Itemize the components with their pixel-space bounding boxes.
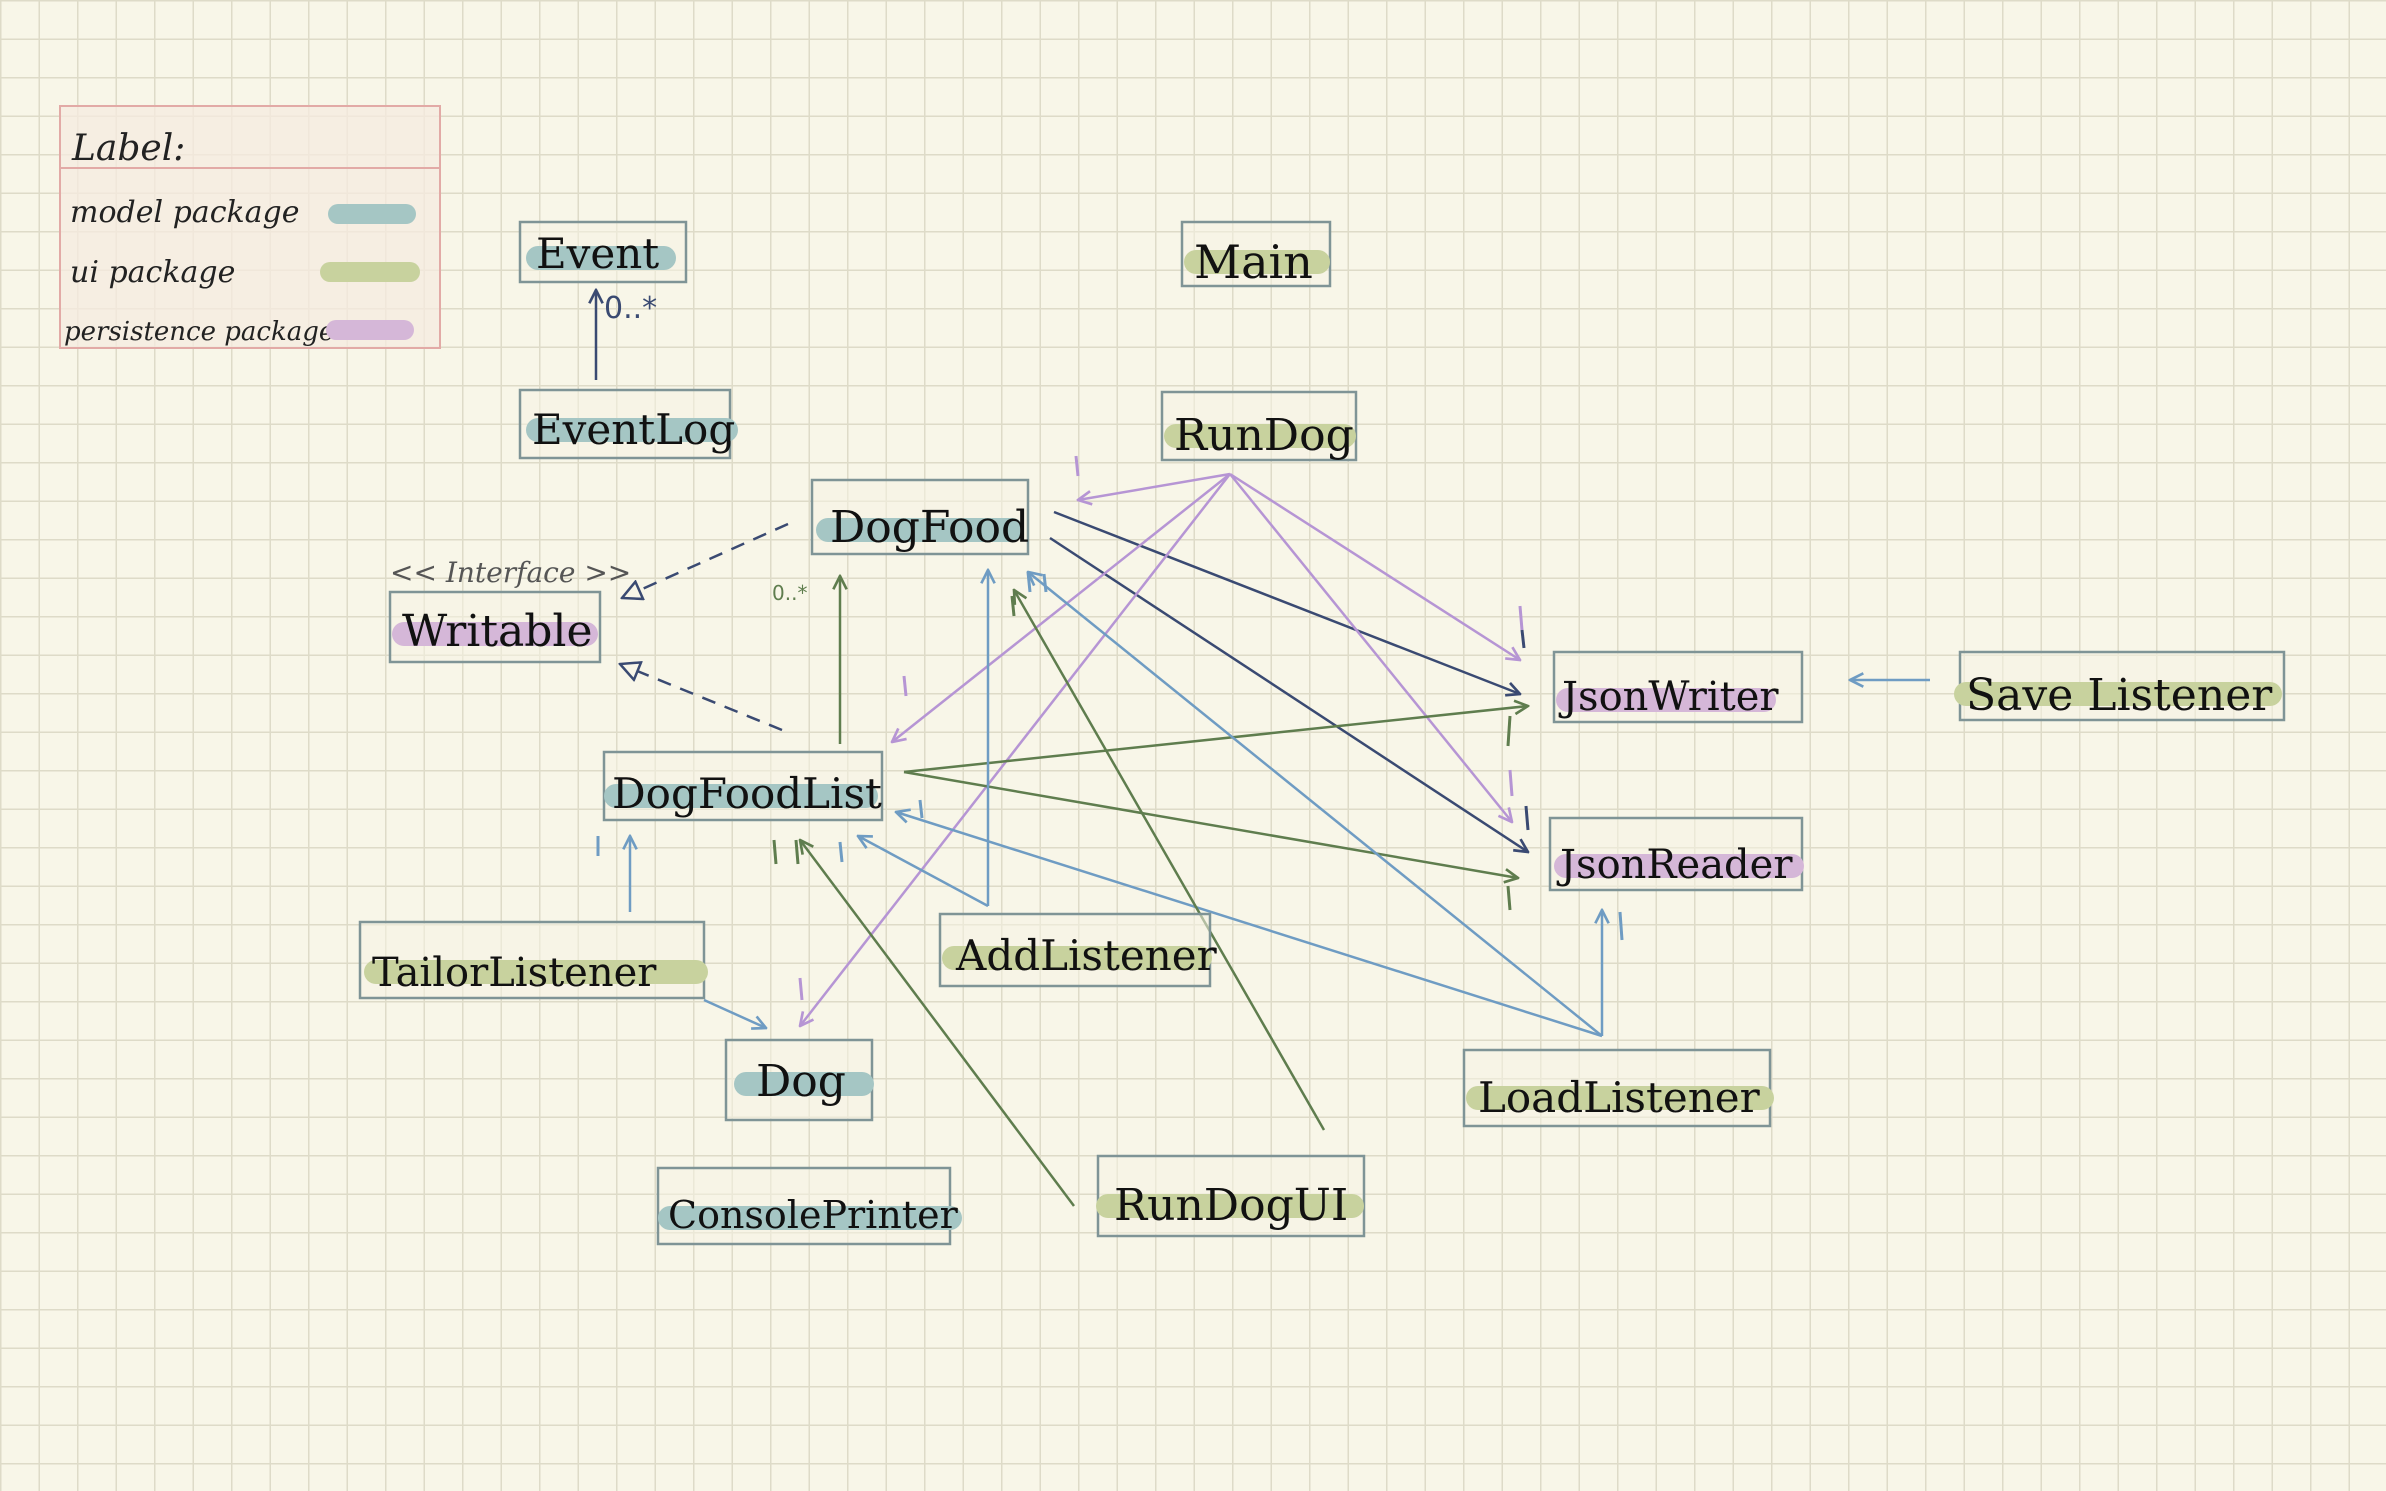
class-label-jsonreader: JsonReader	[1556, 842, 1793, 888]
relation-dogfoodlist-jsonwriter	[903, 706, 1528, 774]
relation-loadlistener-dogfoodlist	[896, 812, 1603, 1038]
relation-rundog-jsonreader	[1229, 473, 1512, 822]
class-box-eventlog: EventLog	[518, 388, 738, 460]
class-label-event: Event	[536, 229, 659, 278]
multiplicity-eventlog-event: 0..*	[604, 291, 657, 326]
class-box-rundog: RunDog	[1160, 390, 1358, 462]
relation-rundog-jsonwriter	[1229, 472, 1520, 660]
class-label-writable: Writable	[402, 606, 593, 657]
class-box-addlistener: AddListener	[938, 912, 1218, 988]
multiplicity-dogfoodlist-dogfood: 0..*	[772, 581, 807, 605]
legend-ui-label: ui package	[70, 255, 235, 290]
relation-dogfoodlist-jsonreader	[903, 770, 1518, 878]
class-box-dogfood: DogFood	[810, 478, 1030, 556]
class-box-event: Event	[518, 220, 688, 284]
legend-title: Label:	[71, 128, 185, 169]
class-label-consoleprinter: ConsolePrinter	[668, 1193, 959, 1237]
class-box-dog: Dog	[724, 1038, 874, 1122]
class-label-rundog: RunDog	[1174, 410, 1354, 461]
class-label-addlistener: AddListener	[955, 931, 1218, 980]
writable-stereotype: << Interface >>	[390, 556, 631, 589]
legend-model-label: model package	[70, 195, 300, 230]
legend-frame	[59, 105, 441, 349]
relation-tailorlistener-dog	[703, 998, 766, 1028]
relation-dogfood-implements-writable	[622, 522, 789, 598]
class-box-writable: Writable	[388, 590, 602, 664]
relation-dogfoodlist-implements-writable	[620, 664, 783, 732]
class-label-loadlistener: LoadListener	[1478, 1073, 1761, 1122]
relation-rundog-dogfoodlist	[892, 473, 1231, 742]
class-box-tailorlistener: TailorListener	[358, 920, 708, 1000]
relation-loadlistener-dogfood	[1028, 572, 1603, 1037]
class-box-rundogui: RunDogUI	[1096, 1154, 1366, 1238]
class-label-main: Main	[1194, 235, 1313, 289]
class-label-dogfoodlist: DogFoodList	[612, 769, 882, 818]
class-label-dog: Dog	[756, 1056, 846, 1107]
class-box-savelistener: Save Listener	[1954, 650, 2286, 722]
class-box-main: Main	[1180, 220, 1332, 289]
relation-dogfood-jsonwriter	[1053, 510, 1520, 694]
relation-addlistener-dogfoodlist	[858, 836, 989, 908]
class-box-loadlistener: LoadListener	[1462, 1048, 1774, 1128]
class-label-tailorlistener: TailorListener	[372, 950, 657, 996]
legend-persistence-label: persistence package	[64, 317, 334, 347]
class-box-jsonreader: JsonReader	[1548, 816, 1804, 892]
relationship-lines	[596, 290, 1930, 1207]
relation-dogfood-jsonreader	[1049, 536, 1528, 852]
legend: Label: model package ui package persiste…	[59, 105, 441, 349]
class-box-consoleprinter: ConsolePrinter	[656, 1166, 962, 1246]
class-label-eventlog: EventLog	[532, 405, 735, 454]
class-label-savelistener: Save Listener	[1966, 670, 2273, 721]
class-box-dogfoodlist: DogFoodList	[602, 750, 884, 822]
class-box-jsonwriter: JsonWriter	[1552, 650, 1804, 724]
class-label-rundogui: RunDogUI	[1114, 1180, 1348, 1231]
class-label-dogfood: DogFood	[830, 502, 1029, 553]
relation-rundog-dogfood	[1078, 472, 1231, 500]
endpoint-ticks	[596, 455, 1624, 1001]
relation-rundogui-dogfood	[1014, 590, 1326, 1131]
relation-rundogui-dogfoodlist	[800, 840, 1076, 1207]
class-label-jsonwriter: JsonWriter	[1558, 674, 1779, 720]
